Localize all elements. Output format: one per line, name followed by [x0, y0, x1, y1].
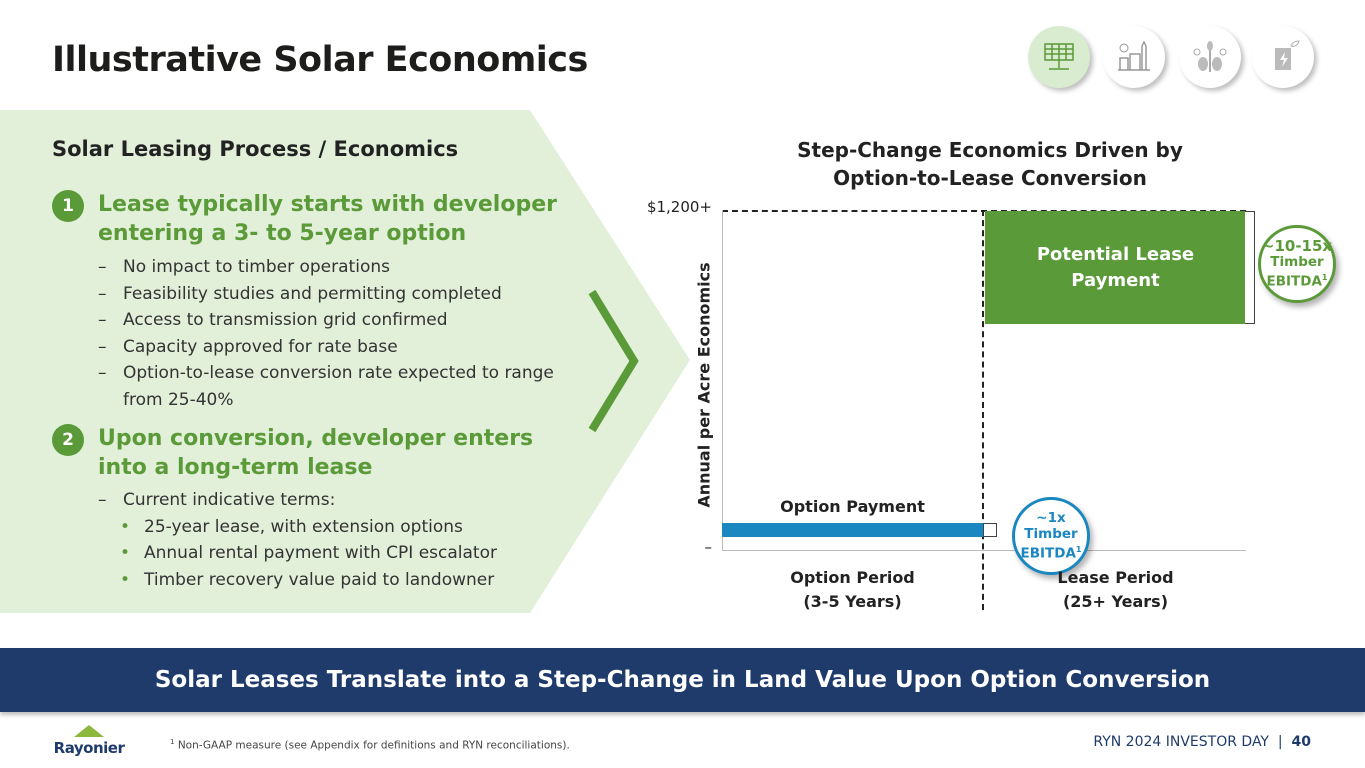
step-change-chart: $1,200+ – Annual per Acre Economics Opti…	[646, 198, 1336, 611]
bullet: Access to transmission grid confirmed	[98, 307, 578, 334]
bar-label: Potential Lease	[1036, 243, 1195, 265]
bar-label: Payment	[1071, 269, 1160, 291]
y-tick-label: $1,200+	[646, 198, 712, 216]
option-payment-label: Option Payment	[780, 497, 925, 517]
lease-bracket	[1245, 211, 1255, 324]
page-title: Illustrative Solar Economics	[52, 40, 588, 80]
battery-leaf-icon	[1252, 26, 1314, 88]
rayonier-logo: Rayonier	[52, 722, 126, 757]
step-number-badge: 2	[52, 424, 84, 456]
top-dashed-line	[722, 210, 1246, 212]
option-payment-bar	[722, 523, 983, 538]
y-axis-label: Annual per Acre Economics	[694, 262, 714, 508]
x-category-label: Lease Period(25+ Years)	[1057, 568, 1174, 611]
bullet: Capacity approved for rate base	[98, 334, 578, 361]
step-heading: Lease typically starts with developer en…	[98, 192, 557, 246]
chart-title: Step-Change Economics Driven by Option-t…	[797, 138, 1183, 190]
sub-bullet: Timber recovery value paid to landowner	[98, 567, 578, 594]
option-bracket	[983, 523, 997, 538]
y-axis	[722, 210, 723, 550]
page-footer: RYN 2024 INVESTOR DAY | 40	[1093, 734, 1311, 750]
plant-carbon-icon	[1179, 26, 1241, 88]
step-heading: Upon conversion, developer enters into a…	[98, 426, 534, 480]
x-axis	[722, 550, 1246, 551]
lease-multiple-callout: ~10-15x Timber EBITDA1	[1258, 225, 1336, 303]
section-title: Solar Leasing Process / Economics	[52, 137, 459, 161]
bullet: Feasibility studies and permitting compl…	[98, 281, 578, 308]
step-1-bullets: No impact to timber operations Feasibili…	[98, 254, 578, 413]
industrial-city-icon	[1103, 26, 1165, 88]
solar-panel-icon	[1028, 26, 1090, 88]
step-number-badge: 1	[52, 190, 84, 222]
step-2-bullets: Current indicative terms: 25-year lease,…	[98, 487, 578, 593]
lease-payment-bar: Potential Lease Payment	[985, 211, 1246, 324]
bullet: Current indicative terms:	[98, 487, 578, 514]
page-number: 40	[1291, 734, 1311, 750]
x-category-label: Option Period(3-5 Years)	[790, 568, 915, 611]
conclusion-banner: Solar Leases Translate into a Step-Chang…	[0, 648, 1365, 712]
sub-bullet: 25-year lease, with extension options	[98, 514, 578, 541]
bullet: No impact to timber operations	[98, 254, 578, 281]
footnote: 1 Non-GAAP measure (see Appendix for def…	[170, 738, 570, 752]
chevron-right-icon	[588, 289, 639, 433]
sub-bullet: Annual rental payment with CPI escalator	[98, 540, 578, 567]
y-tick-label: –	[704, 538, 713, 556]
period-divider	[982, 210, 984, 610]
bullet: Option-to-lease conversion rate expected…	[98, 360, 578, 413]
option-multiple-callout: ~1x Timber EBITDA1	[1012, 497, 1090, 575]
